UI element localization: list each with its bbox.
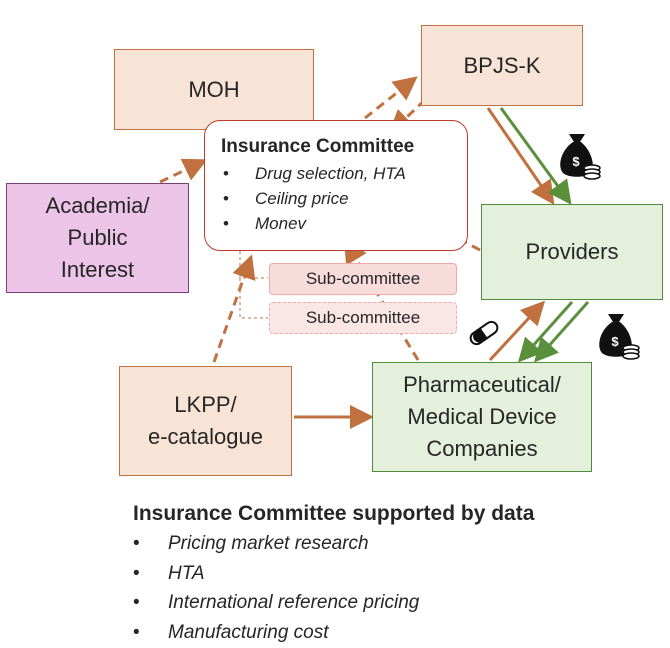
pill-capsule-icon: [469, 320, 499, 346]
footer-item: HTA: [133, 559, 534, 589]
arrow-bpjs-to-providers-orange: [486, 107, 555, 205]
academia-node: Academia/ Public Interest: [6, 183, 189, 293]
footer-item: Manufacturing cost: [133, 618, 534, 648]
footer-section: Insurance Committee supported by data Pr…: [133, 499, 534, 647]
footer-list: Pricing market research HTA Internationa…: [133, 529, 534, 647]
moh-node: MOH: [114, 49, 314, 130]
subcommittee-1: Sub-committee: [269, 263, 457, 295]
money-bag-icon: $: [599, 314, 640, 360]
lkpp-node: LKPP/ e-catalogue: [119, 366, 292, 476]
bpjs-node: BPJS-K: [421, 25, 583, 106]
subcommittee-2: Sub-committee: [269, 302, 457, 334]
providers-node: Providers: [481, 204, 663, 300]
link-committee-subcommittee-2: [239, 278, 268, 319]
arrow-pharma-to-providers-orange: [488, 300, 546, 362]
committee-list: Drug selection, HTA Ceiling price Monev: [221, 161, 467, 236]
committee-item: Monev: [221, 211, 467, 236]
arrow-providers-to-pharma-green-2: [534, 301, 590, 363]
pharma-node: Pharmaceutical/ Medical Device Companies: [372, 362, 592, 472]
arrow-bpjs-to-providers-green: [499, 107, 572, 205]
svg-text:$: $: [572, 154, 580, 169]
committee-title: Insurance Committee: [221, 136, 415, 157]
arrow-academia-to-committee: [159, 158, 208, 184]
committee-item: Drug selection, HTA: [221, 161, 467, 186]
svg-text:$: $: [611, 334, 619, 349]
arrow-providers-to-pharma-green-1: [518, 301, 574, 363]
footer-title: Insurance Committee supported by data: [133, 502, 535, 525]
money-bag-icon: $: [560, 134, 601, 180]
arrow-committee-to-bpjs: [364, 76, 418, 120]
footer-item: Pricing market research: [133, 529, 534, 559]
insurance-committee-box: Insurance Committee Drug selection, HTA …: [204, 120, 468, 251]
footer-item: International reference pricing: [133, 588, 534, 618]
arrow-lkpp-to-committee: [212, 254, 256, 363]
committee-item: Ceiling price: [221, 186, 467, 211]
